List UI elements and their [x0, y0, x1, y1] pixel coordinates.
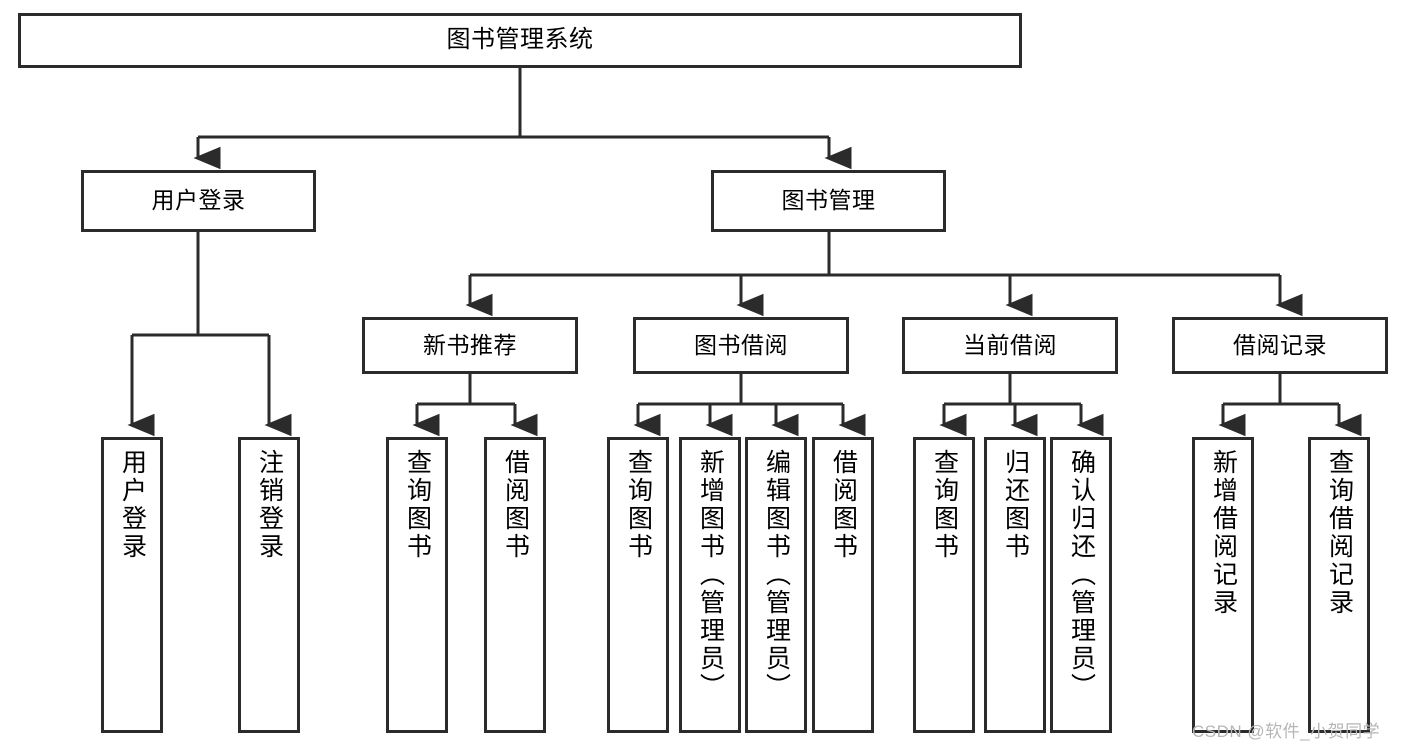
leaf-borrow-book-recommend-label: 借阅图书 [501, 449, 530, 561]
node-new-book-recommend-label: 新书推荐 [423, 331, 517, 358]
node-book-management[interactable]: 图书管理 [711, 170, 946, 232]
node-root-label: 图书管理系统 [446, 26, 594, 54]
leaf-query-book-current-label: 查询图书 [930, 449, 959, 561]
node-borrow-records[interactable]: 借阅记录 [1172, 317, 1388, 374]
leaf-add-borrow-record-label: 新增借阅记录 [1209, 449, 1238, 617]
leaf-query-book-recommend[interactable]: 查询图书 [386, 437, 448, 733]
node-new-book-recommend[interactable]: 新书推荐 [362, 317, 578, 374]
node-user-login-label: 用户登录 [151, 187, 246, 214]
leaf-borrow-book-recommend[interactable]: 借阅图书 [484, 437, 546, 733]
leaf-add-book-admin-label: 新增图书（管理员） [696, 449, 725, 701]
node-current-borrow[interactable]: 当前借阅 [902, 317, 1118, 374]
leaf-query-book-borrow-label: 查询图书 [624, 449, 653, 561]
leaf-query-borrow-record[interactable]: 查询借阅记录 [1308, 437, 1370, 733]
node-book-management-label: 图书管理 [781, 187, 876, 214]
leaf-query-book-current[interactable]: 查询图书 [913, 437, 975, 733]
leaf-borrow-book-label: 借阅图书 [829, 449, 858, 561]
leaf-confirm-return-admin-label: 确认归还（管理员） [1067, 449, 1096, 701]
leaf-return-book[interactable]: 归还图书 [984, 437, 1046, 733]
node-current-borrow-label: 当前借阅 [963, 331, 1057, 358]
csdn-watermark: CSDN @软件_小贺同学 [1192, 722, 1381, 741]
leaf-borrow-book[interactable]: 借阅图书 [812, 437, 874, 733]
leaf-add-book-admin[interactable]: 新增图书（管理员） [679, 437, 741, 733]
node-book-borrow[interactable]: 图书借阅 [633, 317, 849, 374]
leaf-query-borrow-record-label: 查询借阅记录 [1325, 449, 1354, 617]
leaf-edit-book-admin-label: 编辑图书（管理员） [762, 449, 791, 701]
leaf-logout[interactable]: 注销登录 [238, 437, 300, 733]
node-user-login[interactable]: 用户登录 [81, 170, 316, 232]
leaf-user-login-label: 用户登录 [118, 449, 147, 561]
leaf-add-borrow-record[interactable]: 新增借阅记录 [1192, 437, 1254, 733]
leaf-user-login[interactable]: 用户登录 [101, 437, 163, 733]
node-root[interactable]: 图书管理系统 [18, 13, 1022, 68]
leaf-query-book-recommend-label: 查询图书 [403, 449, 432, 561]
leaf-logout-label: 注销登录 [255, 449, 284, 561]
leaf-confirm-return-admin[interactable]: 确认归还（管理员） [1050, 437, 1112, 733]
leaf-query-book-borrow[interactable]: 查询图书 [607, 437, 669, 733]
node-borrow-records-label: 借阅记录 [1233, 331, 1327, 358]
node-book-borrow-label: 图书借阅 [694, 331, 788, 358]
leaf-edit-book-admin[interactable]: 编辑图书（管理员） [745, 437, 807, 733]
leaf-return-book-label: 归还图书 [1001, 449, 1030, 561]
